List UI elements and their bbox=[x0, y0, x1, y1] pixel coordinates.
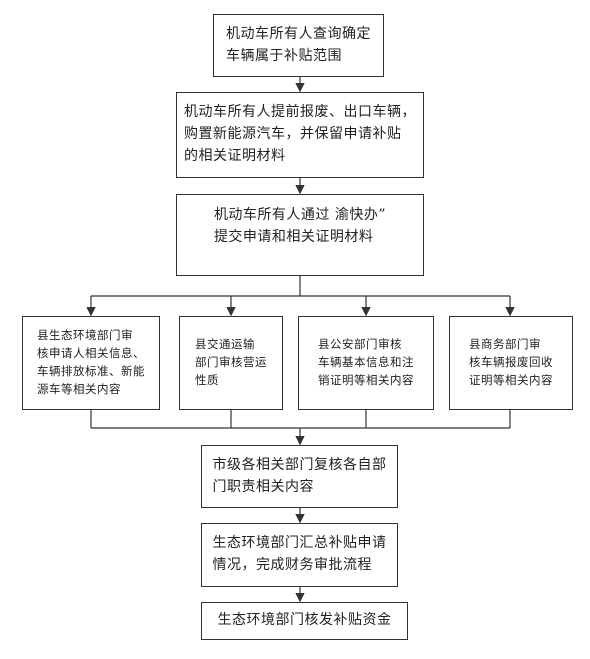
step-3-text: 机动车所有人通过 渝快办” 提交申请和相关证明材料 bbox=[213, 207, 387, 245]
step-5-text: 生态环境部门汇总补贴申请 情况，完成财务审批流程 bbox=[212, 535, 387, 573]
step-1-query-eligibility: 机动车所有人查询确定 车辆属于补贴范围 bbox=[213, 14, 384, 77]
step-6-text: 生态环境部门核发补贴资金 bbox=[217, 612, 392, 629]
step-4-city-recheck: 市级各相关部门复核各自部 门职责相关内容 bbox=[201, 445, 398, 508]
dept-commerce-review: 县商务部门审 核车辆报废回收 证明等相关内容 bbox=[449, 316, 573, 410]
dept-transport-text: 县交通运输 部门审核营运 性质 bbox=[195, 337, 267, 387]
step-3-submit-application: 机动车所有人通过 渝快办” 提交申请和相关证明材料 bbox=[176, 194, 424, 276]
step-6-issue-subsidy: 生态环境部门核发补贴资金 bbox=[201, 602, 408, 640]
dept-ecology-environment-review: 县生态环境部门审 核申请人相关信息、 车辆排放标准、新能 源车等相关内容 bbox=[22, 316, 160, 410]
step-1-text: 机动车所有人查询确定 车辆属于补贴范围 bbox=[226, 25, 371, 64]
step-2-scrap-and-purchase: 机动车所有人提前报废、出口车辆， 购置新能源汽车，并保留申请补贴 的相关证明材料 bbox=[176, 92, 424, 178]
dept-transport-review: 县交通运输 部门审核营运 性质 bbox=[179, 316, 283, 410]
step-5-summary-approval: 生态环境部门汇总补贴申请 情况，完成财务审批流程 bbox=[201, 523, 398, 587]
dept-commerce-text: 县商务部门审 核车辆报废回收 证明等相关内容 bbox=[469, 337, 553, 387]
step-2-text: 机动车所有人提前报废、出口车辆， 购置新能源汽车，并保留申请补贴 的相关证明材料 bbox=[184, 104, 416, 164]
dept-ecology-text: 县生态环境部门审 核申请人相关信息、 车辆排放标准、新能 源车等相关内容 bbox=[37, 328, 145, 396]
dept-public-security-text: 县公安部门审核 车辆基本信息和注 销证明等相关内容 bbox=[318, 337, 414, 387]
dept-public-security-review: 县公安部门审核 车辆基本信息和注 销证明等相关内容 bbox=[298, 316, 434, 410]
step-4-text: 市级各相关部门复核各自部 门职责相关内容 bbox=[212, 456, 387, 495]
